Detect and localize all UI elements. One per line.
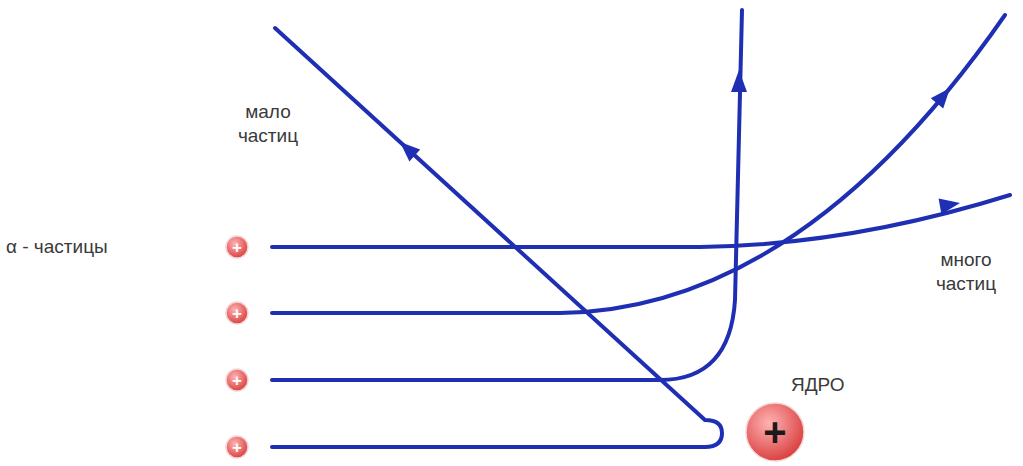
charge-sign: + bbox=[225, 301, 249, 325]
nucleus: + ЯДРО bbox=[745, 368, 855, 462]
trajectory bbox=[272, 28, 722, 447]
arrowhead bbox=[731, 70, 747, 92]
trajectory bbox=[272, 15, 1005, 313]
nucleus-body: + bbox=[745, 402, 805, 462]
charge-sign: + bbox=[745, 402, 805, 462]
alpha-particle: + bbox=[225, 435, 249, 459]
text-label: α - частицы bbox=[6, 235, 108, 259]
charge-sign: + bbox=[225, 235, 249, 259]
charge-sign: + bbox=[225, 368, 249, 392]
arrowhead bbox=[400, 142, 420, 161]
alpha-particle: + bbox=[225, 235, 249, 259]
trajectory bbox=[272, 195, 1010, 247]
text-label: мало частиц bbox=[238, 100, 298, 148]
alpha-particle: + bbox=[225, 301, 249, 325]
arrowhead bbox=[939, 199, 960, 215]
arrowhead bbox=[931, 88, 950, 109]
charge-sign: + bbox=[225, 435, 249, 459]
trajectory bbox=[272, 10, 742, 380]
text-label: много частиц bbox=[936, 248, 996, 296]
alpha-particle: + bbox=[225, 368, 249, 392]
nucleus-heading: ЯДРО bbox=[791, 374, 845, 397]
